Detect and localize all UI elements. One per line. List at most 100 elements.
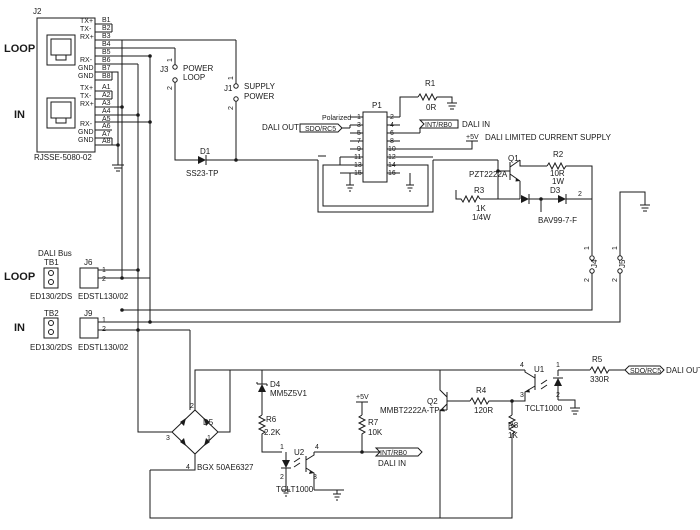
j2-pin-b7: B7 [102, 65, 111, 72]
r6-ref: R6 [266, 415, 277, 424]
j2-sig-b7: GND [78, 65, 94, 72]
j6-body [79, 267, 99, 289]
diode-d3: D3 BAV99-7-F 2 [498, 186, 582, 225]
j2-pin-a8: A8 [102, 138, 111, 145]
j2-pin-b4: B4 [102, 41, 111, 48]
j2-pin-b6: B6 [102, 57, 111, 64]
jumper-j3: 1 2 J3 POWER LOOP [160, 48, 213, 161]
j3-ref: J3 [160, 65, 169, 74]
j6-pin2: 2 [102, 276, 106, 283]
u1-pin4: 4 [520, 362, 524, 369]
j2-pin-b5: B5 [102, 49, 111, 56]
r5-ref: R5 [592, 355, 603, 364]
dali-in-bottom-text: DALI IN [378, 459, 406, 468]
j2-sig-b6: RX- [80, 57, 93, 64]
j2-sig-a8: GND [78, 137, 94, 144]
j2-pin-a3: A3 [102, 100, 111, 107]
d3-pin2: 2 [578, 191, 582, 198]
r7-supply: +5V [356, 394, 369, 401]
r8-value: 1K [508, 431, 518, 440]
dali-out-top-label: DALI OUT SDO/RC5 [262, 123, 351, 133]
transistor-q2: Q2 MMBT2222A-TP [380, 370, 470, 518]
u2-pin3: 3 [313, 474, 317, 481]
j2-sig-a7: GND [78, 129, 94, 136]
j1-ref: J1 [224, 84, 233, 93]
d1-ref: D1 [200, 147, 211, 156]
d3-ref: D3 [550, 186, 561, 195]
j2-sig-b3: RX+ [80, 34, 94, 41]
dali-in-top-net: INT/RB0 [425, 122, 452, 129]
dali-in-top-label: INT/RB0 DALI IN [418, 119, 490, 133]
j2-pin-a1: A1 [102, 84, 111, 91]
u2-light-arrows-icon [293, 457, 301, 468]
r5-value: 330R [590, 375, 609, 384]
j2-pin-b3: B3 [102, 33, 111, 40]
j4-pin2: 2 [584, 278, 591, 282]
j3-label-2: LOOP [183, 73, 205, 82]
j9-body [79, 317, 99, 339]
j2-pin-a5: A5 [102, 116, 111, 123]
u2-pin2: 2 [280, 474, 284, 481]
j5-pin1: 1 [612, 246, 619, 250]
j2-pin-b8: B8 [102, 73, 111, 80]
net-supply-box [236, 159, 434, 213]
q1-ref: Q1 [508, 154, 519, 163]
r3-ref: R3 [474, 186, 485, 195]
zener-d4: D4 MM5Z5V1 [230, 369, 520, 415]
j2-loop-label: LOOP [4, 43, 35, 55]
optocoupler-u1: U1 4 3 1 2 TCLT1000 [512, 362, 590, 415]
d5-ref: D5 [203, 418, 214, 427]
j2-bottom-pins: TX+ A1 TX- A2 RX+ A3 A4 A5 RX- A6 GND A7… [78, 84, 111, 145]
j2-sig-b2: TX- [80, 26, 92, 33]
dali-out-top-text: DALI OUT [262, 123, 299, 132]
diode-d1: D1 SS23-TP [186, 147, 238, 178]
d5-pin1: 1 [207, 435, 211, 442]
j2-in-label: IN [14, 109, 25, 121]
jumper-j4: 1 2 J4 [122, 246, 599, 311]
p1-ref: P1 [372, 101, 382, 110]
tb2-ref: TB2 [44, 309, 59, 318]
u2-part: TCLT1000 [276, 485, 314, 494]
dali-bus: DALI Bus LOOP IN TB1 ED130/2DS J6 1 2 ED… [4, 249, 150, 352]
j2-part: RJSSE-5080-02 [34, 153, 92, 162]
plus5v-top-text: +5V [466, 134, 479, 141]
r2-value: 10R [550, 169, 565, 178]
jumper-j5: 1 2 J5 [150, 191, 650, 323]
j2-sig-b8: GND [78, 73, 94, 80]
r4-value: 120R [474, 406, 493, 415]
p1-left-pins: 1 3 5 7 9 11 13 15 [354, 114, 362, 177]
d3-part: BAV99-7-F [538, 216, 577, 225]
resistor-r7: +5V R7 10K [356, 394, 383, 454]
dali-bus-title: DALI Bus [38, 249, 72, 258]
dali-bus-in-label: IN [14, 322, 25, 334]
j3-label-1: POWER [183, 64, 213, 73]
j2-sig-a1: TX+ [80, 85, 93, 92]
resistor-r2: R2 10R 1W [546, 150, 593, 255]
rj45-port-top-icon [46, 34, 76, 66]
tb1-ref: TB1 [44, 258, 59, 267]
j3-pin2: 2 [167, 86, 174, 90]
d4-part: MM5Z5V1 [270, 389, 307, 398]
u2-pin4: 4 [315, 444, 319, 451]
q2-ref: Q2 [427, 397, 438, 406]
dali-in-top-text: DALI IN [462, 120, 490, 129]
r8-ref: R8 [508, 421, 519, 430]
r1-ref: R1 [425, 79, 436, 88]
r4-ref: R4 [476, 386, 487, 395]
u1-part: TCLT1000 [525, 404, 563, 413]
dali-in-bottom-label: INT/RB0 DALI IN [374, 447, 423, 468]
resistor-r8: R8 1K [440, 401, 519, 519]
bridge-d5: D5 BGX 50AE6327 1 2 3 4 [137, 330, 254, 472]
u1-pin1: 1 [556, 362, 560, 369]
dali-out-top-net: SDO/RC5 [305, 126, 336, 133]
j4-ref: J4 [590, 259, 599, 268]
j2-pin-a2: A2 [102, 92, 111, 99]
j2-pin-a6: A6 [102, 123, 111, 130]
j6-part: EDSTL130/02 [78, 292, 129, 301]
j2-sig-b1: TX+ [80, 18, 93, 25]
j2-pin-a7: A7 [102, 131, 111, 138]
current-supply-title: DALI LIMITED CURRENT SUPPLY [485, 133, 612, 142]
resistor-r1: R1 0R [399, 79, 457, 117]
dali-in-bottom-net: INT/RB0 [380, 450, 407, 457]
